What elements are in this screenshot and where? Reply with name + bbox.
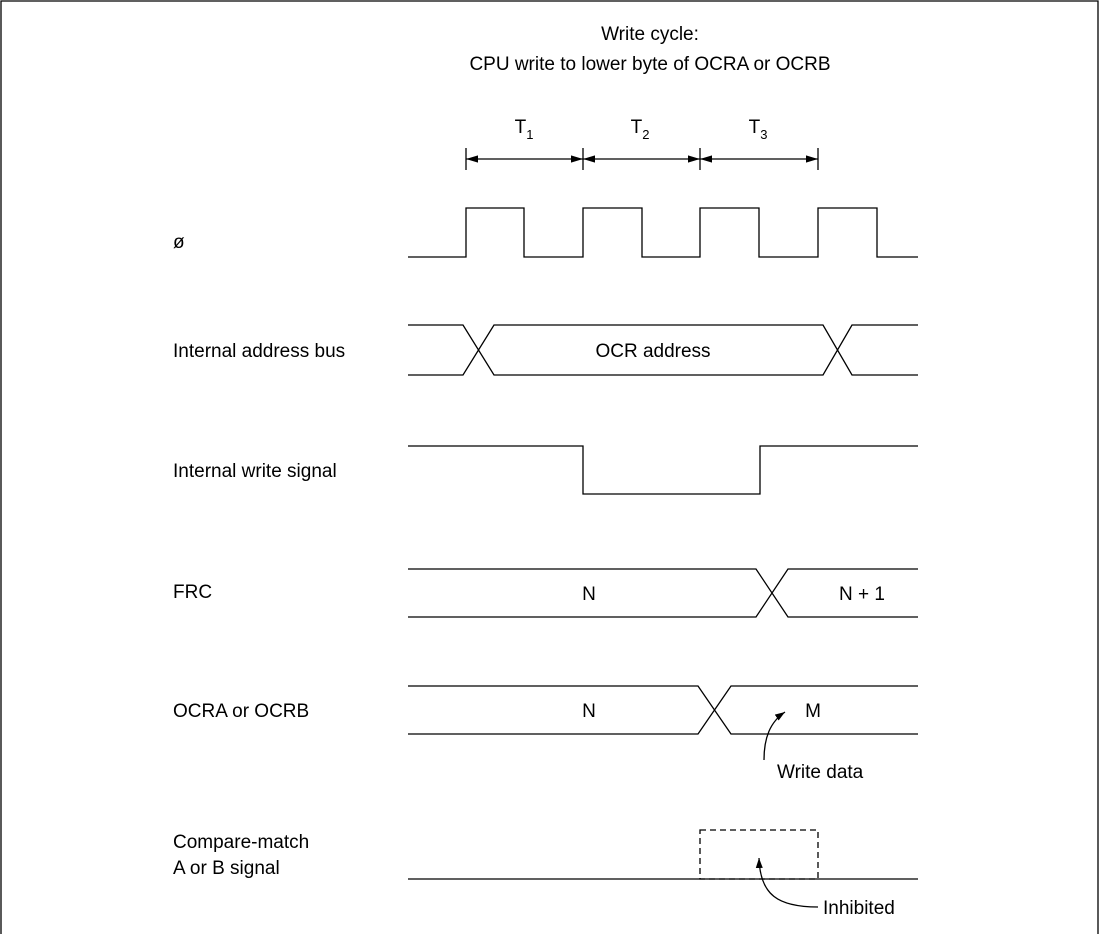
ocr-value-after: M [805,701,821,722]
compare-match-label-line1: Compare-match [173,832,309,853]
diagram-title-line1: Write cycle: [601,24,699,45]
frc-label: FRC [173,582,212,603]
period-t3-sub: 3 [760,127,767,142]
compare-match-label-line2: A or B signal [173,858,280,879]
clock-waveform [408,207,918,258]
write-signal-label: Internal write signal [173,461,337,482]
period-t1-main: T [515,117,527,138]
address-bus-waveform [408,324,918,376]
frc-value-before: N [582,584,596,605]
period-label-t1: T1 [515,117,534,142]
write-signal-waveform [408,445,918,495]
period-dimension-lines [465,148,819,170]
inhibited-pulse-box [699,829,819,880]
ocr-label: OCRA or OCRB [173,701,309,722]
inhibited-arrow [755,857,819,908]
period-label-t2: T2 [631,117,650,142]
ocr-value-before: N [582,701,596,722]
address-bus-value: OCR address [595,341,710,362]
clock-label: ø [173,232,185,253]
period-t1-sub: 1 [526,127,533,142]
period-label-t3: T3 [749,117,768,142]
period-t3-main: T [749,117,761,138]
period-t2-sub: 2 [642,127,649,142]
write-data-arrow [763,711,786,761]
ocr-waveform [408,685,918,735]
write-data-note: Write data [777,762,864,783]
inhibited-note: Inhibited [823,898,895,919]
diagram-title-line2: CPU write to lower byte of OCRA or OCRB [469,54,830,75]
period-t2-main: T [631,117,643,138]
address-bus-label: Internal address bus [173,341,345,362]
frc-value-after: N + 1 [839,584,885,605]
frc-waveform [408,568,918,618]
